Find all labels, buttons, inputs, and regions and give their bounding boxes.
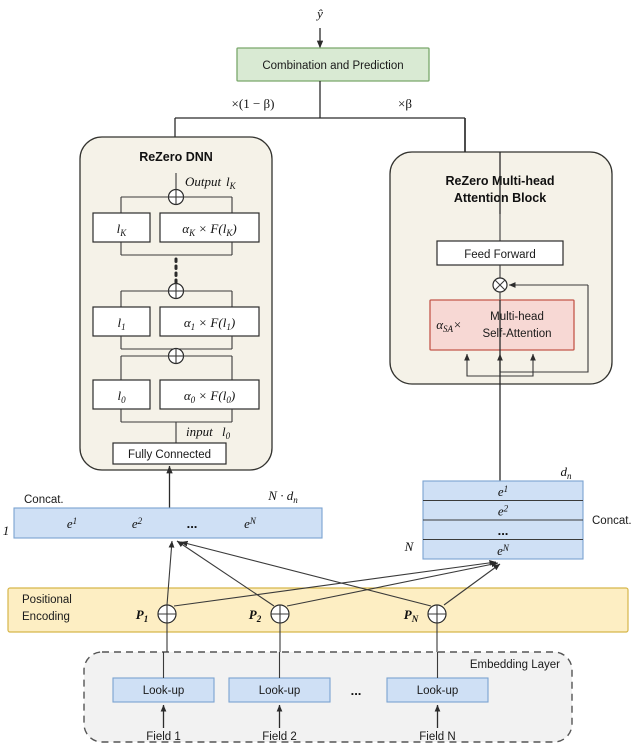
multihead-self-attention-box[interactable] xyxy=(429,299,575,351)
concat-left-dim-right: N · dn xyxy=(267,488,298,505)
dnn-input-symbol: l0 xyxy=(222,424,231,441)
times-node-d2 xyxy=(494,279,506,291)
dnn-input-caption: input xyxy=(186,424,213,439)
attention-label-line2: Self-Attention xyxy=(482,328,551,340)
arrow-p2-to-concat-right xyxy=(286,561,499,607)
arrow-p1-to-concat-right xyxy=(173,560,497,607)
combination-prediction-label: Combination and Prediction xyxy=(262,60,403,72)
lookup-label-2: Look-up xyxy=(259,685,301,697)
combination-prediction-box[interactable] xyxy=(236,47,430,82)
field-label-2: Field 2 xyxy=(262,731,297,743)
positional-encoding-label-2: Encoding xyxy=(22,611,70,623)
dnn-residual-label-0: α0 × F(l0) xyxy=(184,388,235,405)
mha-residual-path xyxy=(500,285,589,373)
concat-right-row-1: e1 xyxy=(498,484,508,499)
concat-left-bar[interactable] xyxy=(13,507,323,539)
attention-label-line1: Multi-head xyxy=(490,311,544,323)
lookup-label-1: Look-up xyxy=(143,685,185,697)
positional-encoding-label-1: Positional xyxy=(22,594,72,606)
concat-right-row-2: e2 xyxy=(498,504,509,519)
attention-scale-label: αSA× xyxy=(436,317,462,334)
lookup-label-n: Look-up xyxy=(417,685,459,697)
concat-left-cell-2: e2 xyxy=(132,516,143,531)
dnn-identity-label-0: l0 xyxy=(117,388,126,405)
arrow-pn-to-concat-right xyxy=(443,563,501,606)
dnn-identity-box-1[interactable] xyxy=(92,306,151,337)
arrow-p2-to-concat-left xyxy=(176,540,275,607)
concat-left-cell-1: e1 xyxy=(67,516,77,531)
lookup-box-2[interactable] xyxy=(228,677,331,703)
embedding-ellipsis: ... xyxy=(351,683,362,698)
lookup-box-1[interactable] xyxy=(112,677,215,703)
feed-forward-label: Feed Forward xyxy=(464,249,536,261)
field-label-n: Field N xyxy=(419,731,455,743)
arrow-pn-to-concat-left xyxy=(180,540,432,607)
fully-connected-box[interactable] xyxy=(112,442,227,465)
concat-right-caption: Concat. xyxy=(592,515,632,527)
dnn-identity-label-1: l1 xyxy=(117,315,125,332)
fully-connected-label: Fully Connected xyxy=(128,449,211,461)
concat-right-row-ellipsis: ... xyxy=(498,523,509,538)
dnn-residual-box-k[interactable] xyxy=(159,212,260,243)
dnn-residual-box-1[interactable] xyxy=(159,306,260,337)
output-label: ŷ xyxy=(315,6,323,21)
concat-left-cell-ellipsis: ... xyxy=(187,516,198,531)
embedding-layer-label: Embedding Layer xyxy=(470,659,560,671)
dnn-output-symbol: lK xyxy=(226,174,237,191)
dnn-output-caption: Output xyxy=(185,174,222,189)
dnn-identity-label-k: lK xyxy=(117,221,128,238)
field-label-1: Field 1 xyxy=(146,731,181,743)
dnn-residual-label-1: α1 × F(l1) xyxy=(184,315,235,332)
rezero-dnn-title: ReZero DNN xyxy=(139,150,213,164)
dnn-identity-box-0[interactable] xyxy=(92,379,151,410)
weight-right-label: ×β xyxy=(398,96,412,111)
concat-left-caption: Concat. xyxy=(24,494,64,506)
concat-right-dim-top: dn xyxy=(561,464,573,481)
concat-right-dim-left: N xyxy=(404,539,415,554)
dnn-residual-label-k: αK × F(lK) xyxy=(182,221,236,238)
dnn-residual-box-0[interactable] xyxy=(159,379,260,410)
lookup-box-n[interactable] xyxy=(386,677,489,703)
arrow-p1-to-concat-left xyxy=(166,540,175,606)
concat-left-dim-left: 1 xyxy=(3,523,10,538)
dnn-identity-box-k[interactable] xyxy=(92,212,151,243)
weight-left-label: ×(1 − β) xyxy=(232,96,275,111)
positional-encoding-band xyxy=(7,587,629,633)
